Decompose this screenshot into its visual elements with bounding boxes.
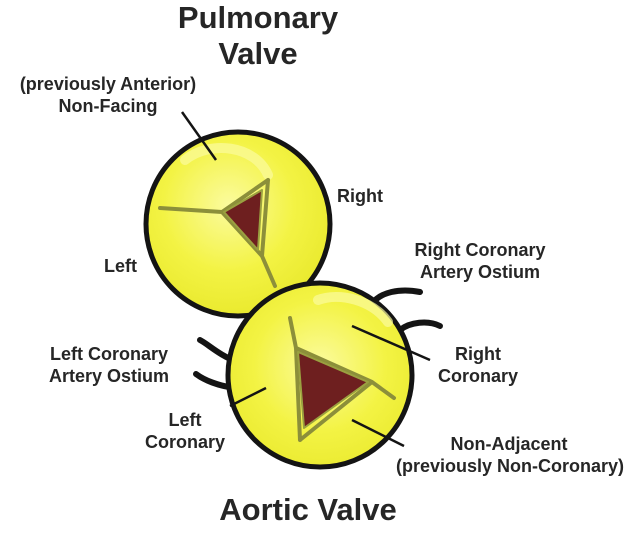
pulmonary-valve [143, 129, 333, 319]
label-non-adjacent-line1: Non-Adjacent [450, 434, 568, 454]
pulmonary-title-line1: Pulmonary [177, 0, 339, 35]
leader-non-facing [180, 111, 218, 161]
label-rca-ostium: Right Coronary Artery Ostium [400, 240, 560, 283]
label-right-coronary-line2: Coronary [437, 365, 518, 386]
label-lca-ostium-line1: Left Coronary [49, 344, 168, 364]
label-lca-ostium-line2: Artery Ostium [48, 365, 170, 386]
label-anterior-non-facing: (previously Anterior) Non-Facing [2, 74, 214, 117]
pulmonary-commissure [158, 178, 277, 288]
leader-non-adjacent [351, 418, 405, 448]
pulmonary-leaflet-highlight [180, 143, 273, 180]
label-anterior-line2: Non-Facing [58, 95, 158, 116]
aortic-orifice [297, 351, 369, 429]
label-left-coronary: Left Coronary [130, 410, 240, 453]
label-right-coronary-line1: Right [455, 344, 501, 364]
label-pulmonary-left: Left [104, 256, 137, 276]
label-left-coronary-line2: Coronary [144, 431, 225, 452]
label-rca-ostium-line1: Right Coronary [414, 240, 546, 260]
pulmonary-title-line2: Valve [218, 35, 298, 71]
label-non-adjacent: Non-Adjacent (previously Non-Coronary) [396, 434, 625, 477]
label-right-coronary: Right Coronary [430, 344, 526, 387]
pulmonary-orifice [223, 189, 263, 251]
pulmonary-valve-title: Pulmonary Valve [168, 0, 348, 71]
aortic-valve-title: Aortic Valve [219, 492, 397, 527]
label-pulmonary-right: Right [337, 186, 383, 206]
leader-left-coronary [229, 386, 267, 408]
label-non-adjacent-line2: (previously Non-Coronary) [396, 455, 625, 476]
aortic-valve [225, 280, 415, 470]
leader-right-coronary [351, 324, 431, 362]
label-anterior-line1: (previously Anterior) [19, 74, 197, 94]
aortic-leaflet-highlight [313, 292, 393, 327]
label-left-coronary-line1: Left [168, 410, 202, 430]
rca-ostium-vessel-2 [397, 319, 443, 333]
label-lca-ostium: Left Coronary Artery Ostium [34, 344, 184, 387]
label-rca-ostium-line2: Artery Ostium [419, 261, 541, 282]
aortic-commissure [288, 316, 396, 442]
